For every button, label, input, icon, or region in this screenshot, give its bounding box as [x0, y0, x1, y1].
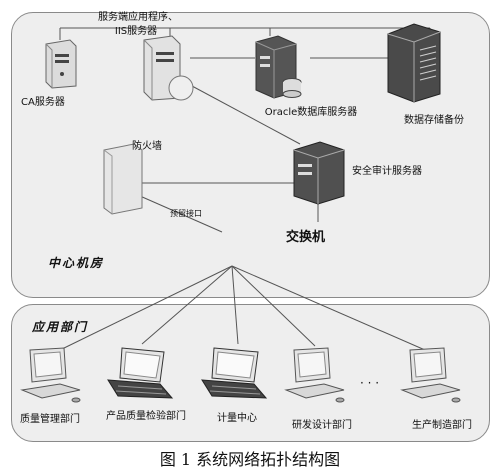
- storage-label: 数据存储备份: [404, 115, 464, 126]
- laptop-icon: [201, 347, 268, 399]
- dept-label: 生产制造部门: [412, 420, 472, 431]
- center-region-title: 中心机房: [48, 256, 105, 270]
- dept-label: 研发设计部门: [292, 420, 352, 431]
- laptop-icon: [107, 347, 174, 399]
- tower-server-icon: [143, 35, 194, 101]
- database-server-icon: [255, 35, 302, 99]
- dept-label: 质量管理部门: [20, 414, 80, 425]
- ca-server-label: CA服务器: [21, 97, 65, 108]
- tower-server-icon: [293, 141, 345, 205]
- desktop-computer-icon: [20, 347, 81, 403]
- firewall-icon: [103, 143, 143, 215]
- storage-rack-icon: [387, 23, 441, 103]
- figure-caption: 图 1 系统网络拓扑结构图: [159, 450, 341, 469]
- link-app-audit: [191, 85, 301, 145]
- link-switch-dept-5: [231, 265, 426, 351]
- switch-label: 交换机: [286, 230, 326, 245]
- link-switch-dept-2: [141, 265, 233, 345]
- link-switch-dept-4: [231, 265, 316, 347]
- dept-label: 计量中心: [217, 413, 257, 424]
- link-switch-dept-1: [59, 265, 233, 351]
- dept-label: 产品质量检验部门: [106, 411, 186, 422]
- link-reserved-port: [139, 195, 223, 233]
- apps-region-title: 应用部门: [32, 320, 89, 334]
- desktop-computer-icon: [284, 347, 345, 403]
- oracle-server-label: Oracle数据库服务器: [264, 107, 358, 118]
- app-server-label-line2: IIS服务器: [114, 26, 158, 37]
- app-server-label-line1: 服务端应用程序、: [98, 12, 178, 23]
- audit-server-label: 安全审计服务器: [352, 166, 422, 177]
- more-departments-ellipsis: · · ·: [360, 376, 380, 390]
- tower-server-icon: [45, 39, 77, 89]
- reserved-port-label: 预留接口: [170, 209, 202, 218]
- desktop-computer-icon: [400, 347, 461, 403]
- link-switch-dept-3: [231, 265, 239, 345]
- firewall-label: 防火墙: [132, 141, 162, 152]
